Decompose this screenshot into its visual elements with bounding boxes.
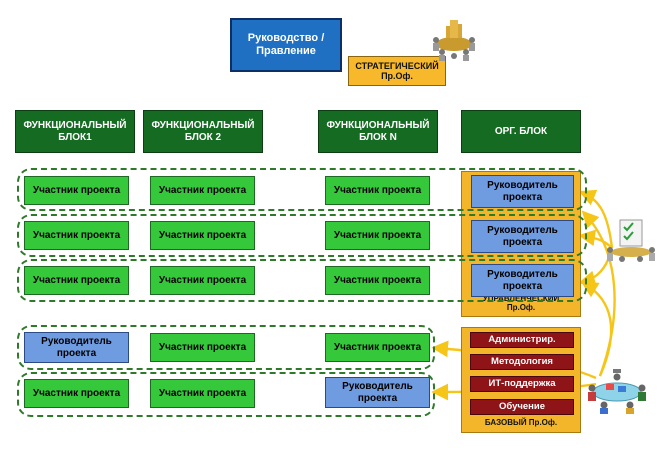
manager-r4-c1: Руководитель проекта <box>24 332 129 363</box>
participant-r2-c2: Участник проекта <box>150 221 255 250</box>
service-methodology: Методология <box>470 354 574 370</box>
participant-r3-cn: Участник проекта <box>325 266 430 295</box>
base-office-caption: БАЗОВЫЙ Пр.Оф. <box>484 418 558 427</box>
participant-r5-c2: Участник проекта <box>150 379 255 408</box>
team-table-icon <box>588 369 646 414</box>
participant-r4-c2: Участник проекта <box>150 333 255 362</box>
strategic-office-box: СТРАТЕГИЧЕСКИЙ Пр.Оф. <box>348 56 446 86</box>
management-box: Руководство / Правление <box>230 18 342 72</box>
manager-r1: Руководитель проекта <box>471 175 574 208</box>
manager-r2: Руководитель проекта <box>471 220 574 253</box>
manager-r3: Руководитель проекта <box>471 264 574 297</box>
header-block-n: ФУНКЦИОНАЛЬНЫЙ БЛОК N <box>318 110 438 153</box>
participant-r1-c2: Участник проекта <box>150 176 255 205</box>
service-admin: Администрир. <box>470 332 574 348</box>
service-training: Обучение <box>470 399 574 415</box>
header-org-block: ОРГ. БЛОК <box>461 110 581 153</box>
participant-r2-cn: Участник проекта <box>325 221 430 250</box>
manager-r5-cn: Руководитель проекта <box>325 377 430 408</box>
header-block2: ФУНКЦИОНАЛЬНЫЙ БЛОК 2 <box>143 110 263 153</box>
header-block1: ФУНКЦИОНАЛЬНЫЙ БЛОК1 <box>15 110 135 153</box>
participant-r1-cn: Участник проекта <box>325 176 430 205</box>
arrow-to-manager-1 <box>578 189 614 249</box>
service-it-support: ИТ-поддержка <box>470 376 574 392</box>
participant-r2-c1: Участник проекта <box>24 221 129 250</box>
management-office-caption: УПРАВЛЕНЧЕСКИЙ Пр.Оф. <box>482 294 560 312</box>
arrow-from-base-2 <box>580 281 613 377</box>
participant-r3-c2: Участник проекта <box>150 266 255 295</box>
participant-r5-c1: Участник проекта <box>24 379 129 408</box>
checklist-people-icon <box>607 219 655 262</box>
meeting-people-icon <box>433 20 475 61</box>
participant-r3-c1: Участник проекта <box>24 266 129 295</box>
participant-r1-c1: Участник проекта <box>24 176 129 205</box>
participant-r4-cn: Участник проекта <box>325 333 430 362</box>
